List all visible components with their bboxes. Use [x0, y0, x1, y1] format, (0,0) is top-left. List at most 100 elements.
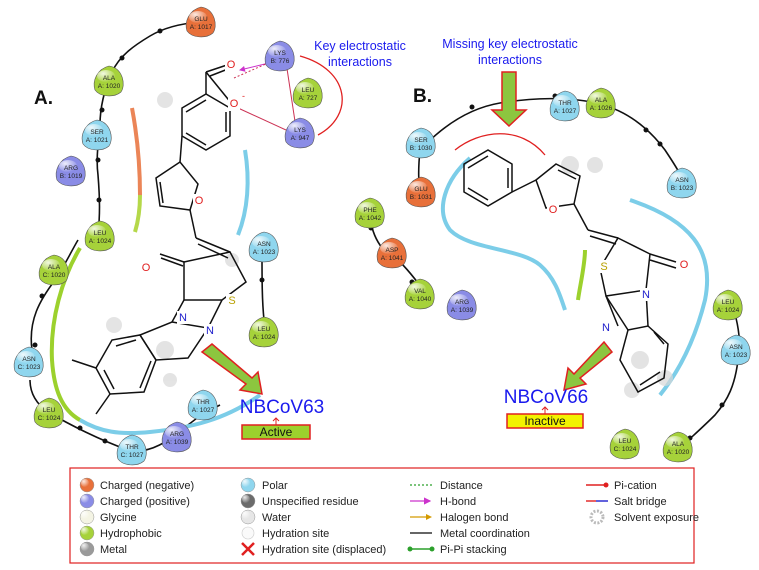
residue-highlight	[724, 339, 742, 351]
residue-number: A: 1041	[381, 255, 404, 262]
residue-highlight	[97, 70, 115, 82]
residue-highlight	[380, 242, 398, 254]
panel-a-pocket-upper2	[133, 194, 142, 233]
residue-number: C: 1023	[18, 364, 41, 371]
panel-a-status: Active	[260, 425, 293, 439]
panel-b-pocket-polar	[440, 156, 567, 311]
legend-label: Hydrophobic	[100, 528, 162, 540]
residue-name: LEU	[43, 407, 56, 414]
residue-number: A: 1017	[190, 24, 213, 31]
panel-a-annotation-line1: Key electrostatic	[314, 39, 406, 53]
residue-number: B: 776	[271, 58, 290, 65]
pi-pi-dot	[407, 546, 413, 552]
residue-number: B: 1031	[410, 194, 433, 201]
legend-label: Metal coordination	[440, 528, 530, 540]
solvent-exposure-icon	[589, 509, 605, 525]
atom-bg	[640, 288, 652, 301]
legend-label: Solvent exposure	[614, 512, 699, 524]
legend-label: Charged (positive)	[100, 496, 190, 508]
pi-cation-dot	[603, 482, 609, 488]
atom-bg	[228, 98, 240, 111]
residue-name: LEU	[94, 230, 107, 237]
residue-highlight	[42, 259, 60, 271]
residue-name: ARG	[170, 431, 184, 438]
residue-number: B: 1030	[410, 145, 433, 152]
residue-highlight	[120, 439, 138, 451]
nitrogen-atom: N	[179, 312, 187, 324]
residue-highlight	[716, 294, 734, 306]
residue-name: ASN	[257, 241, 271, 248]
legend-label: Water	[262, 512, 291, 524]
legend-swatch-highlight	[81, 511, 89, 519]
residue-highlight	[85, 124, 103, 136]
legend-swatch-highlight	[81, 527, 89, 535]
oxygen-atom: O	[142, 262, 151, 274]
panel-b-pocket-polar-right	[629, 198, 710, 397]
oxygen-atom: O	[680, 259, 689, 271]
residue-number: B: 1023	[671, 185, 694, 192]
residue-number: A: 1042	[359, 215, 382, 222]
residue-number: A: 1039	[166, 439, 189, 446]
oxygen-atom: O	[195, 195, 204, 207]
atom-bg	[177, 311, 189, 324]
residue-name: LEU	[258, 326, 271, 333]
panel-b-arrow	[563, 340, 614, 392]
oxygen-atom: O	[230, 98, 239, 110]
residue-name: LEU	[619, 438, 632, 445]
residue-highlight	[191, 394, 209, 406]
residue-highlight	[268, 45, 286, 57]
residue-number: A: 1040	[409, 296, 432, 303]
hydration-site-icon	[241, 526, 255, 540]
residue-name: ASP	[385, 247, 398, 254]
sulfur-atom: S	[600, 261, 607, 273]
residue-highlight	[589, 92, 607, 104]
residue-name: LEU	[722, 299, 735, 306]
residue-highlight	[189, 11, 207, 23]
residue-highlight	[252, 321, 270, 333]
halogen-arrow-head	[426, 514, 432, 520]
legend-swatch-highlight	[242, 511, 250, 519]
residue-name: ALA	[672, 441, 685, 448]
panel-a-arrow	[200, 343, 263, 395]
legend-label: Distance	[440, 480, 483, 492]
residue-number: A: 1027	[554, 108, 577, 115]
nitrogen-atom: N	[642, 289, 650, 301]
residue-name: THR	[196, 399, 210, 406]
atom-bg	[600, 321, 612, 334]
residue-name: ALA	[595, 97, 608, 104]
legend-swatch-highlight	[242, 479, 250, 487]
residue-name: GLU	[414, 186, 428, 193]
legend-label: Polar	[262, 480, 288, 492]
legend-label: Salt bridge	[614, 496, 667, 508]
salt-bridge-line	[285, 61, 297, 129]
panel-a-label: A.	[34, 88, 53, 109]
residue-number: A: 727	[299, 95, 318, 102]
oxygen-atom: O	[549, 204, 558, 216]
legend-label: Charged (negative)	[100, 480, 194, 492]
residue-number: C: 1020	[43, 272, 66, 279]
legend-label: Pi-cation	[614, 480, 657, 492]
residue-number: C: 1027	[121, 452, 144, 459]
atom-bg	[225, 58, 237, 71]
legend-box	[69, 467, 695, 564]
residue-name: ARG	[455, 299, 469, 306]
residue-name: LYS	[274, 50, 286, 57]
panel-a-backbone	[96, 21, 201, 236]
panel-a-pocket-right	[236, 149, 250, 236]
residue-name: THR	[125, 444, 139, 451]
residue-highlight	[553, 95, 571, 107]
panel-a-pocket-upper	[130, 107, 142, 196]
